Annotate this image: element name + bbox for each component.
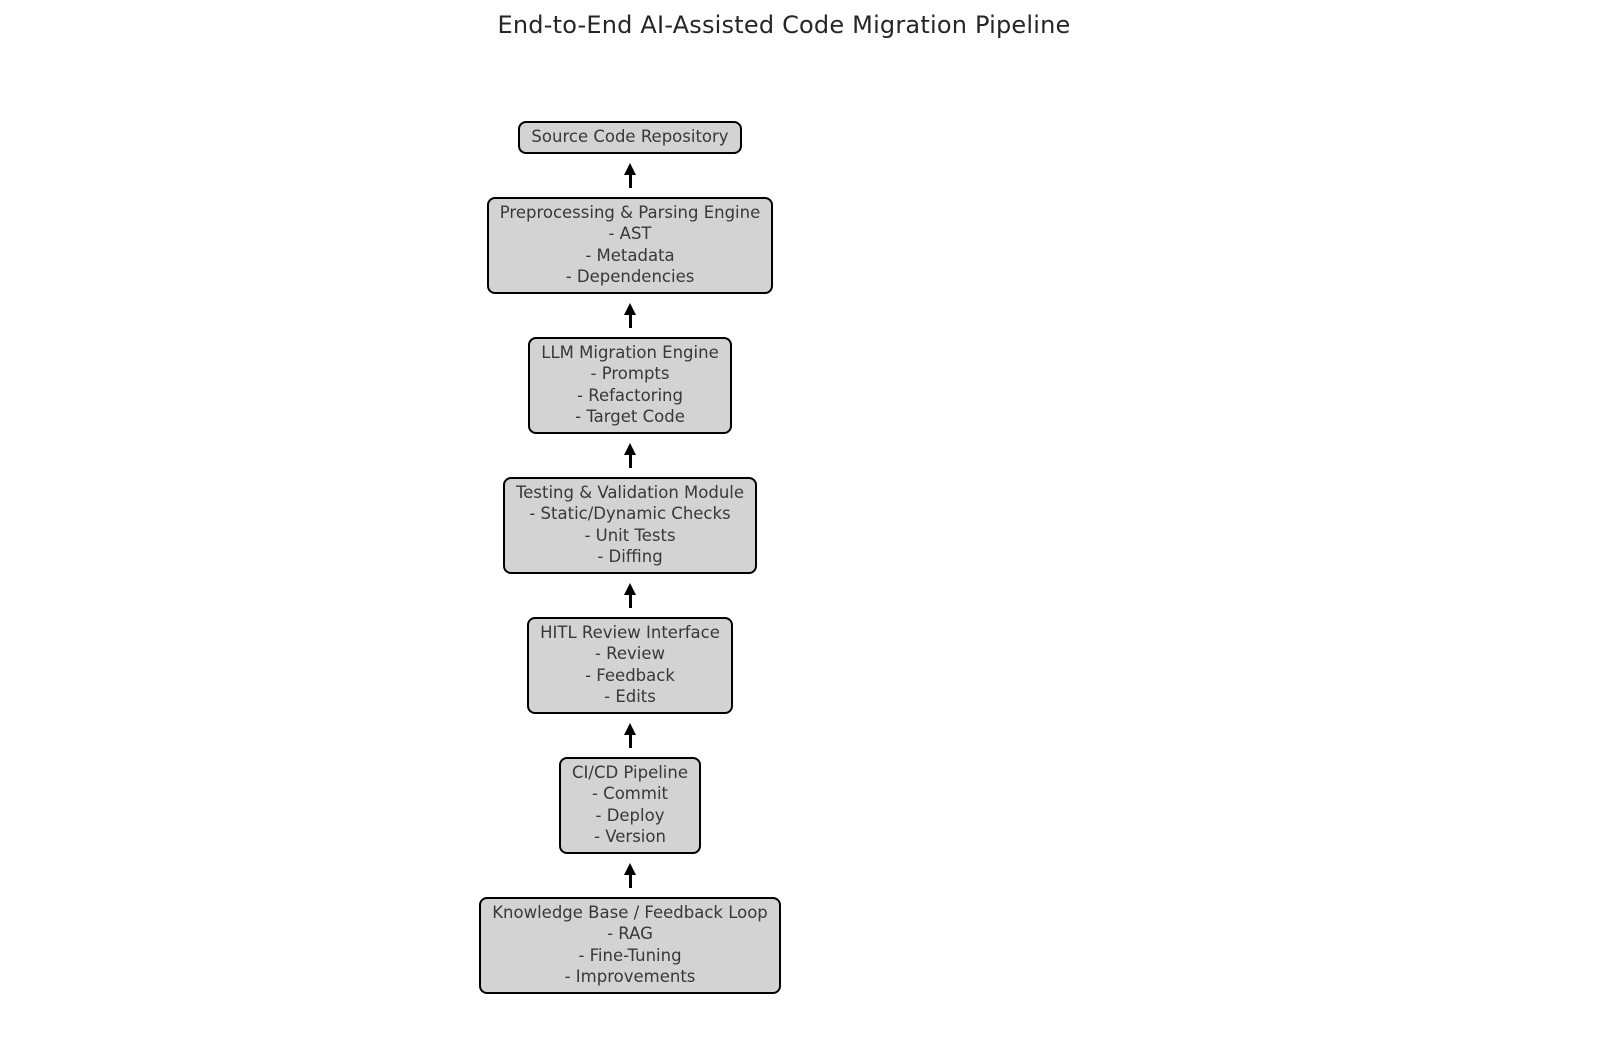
arrow-head <box>624 582 636 595</box>
node-label: Testing & Validation Module <box>515 482 745 502</box>
node-hitl-review-interface: HITL Review Interface - Review - Feedbac… <box>527 616 733 714</box>
up-arrow-icon <box>624 302 636 328</box>
node-detail: - Static/Dynamic Checks <box>529 504 731 523</box>
node-detail: - Fine-Tuning <box>578 945 682 965</box>
node-label: Source Code Repository <box>531 127 729 146</box>
node-detail: - AST <box>608 224 652 243</box>
node-detail: - Feedback <box>585 665 675 685</box>
up-arrow-icon <box>624 862 636 888</box>
node-detail: - Diffing <box>597 547 663 566</box>
pipeline-flow-column: Source Code Repository Preprocessing & P… <box>0 121 1260 994</box>
diagram-title: End-to-End AI-Assisted Code Migration Pi… <box>497 11 1071 39</box>
node-knowledge-base-feedback-loop: Knowledge Base / Feedback Loop - RAG - F… <box>479 896 781 994</box>
node-detail: - Edits <box>604 687 656 706</box>
node-detail: - Dependencies <box>565 267 695 286</box>
arrow-head <box>624 442 636 455</box>
node-label: CI/CD Pipeline <box>572 762 688 782</box>
up-arrow-icon <box>624 722 636 748</box>
up-arrow-icon <box>624 442 636 468</box>
node-detail: - Prompts <box>590 364 670 383</box>
node-detail: - Improvements <box>564 967 696 986</box>
arrow-line <box>628 734 632 748</box>
node-detail: - Commit <box>591 784 668 803</box>
arrow-head <box>624 302 636 315</box>
node-cicd-pipeline: CI/CD Pipeline - Commit - Deploy - Versi… <box>559 756 701 854</box>
node-detail: - Review <box>594 644 666 663</box>
node-llm-migration-engine: LLM Migration Engine - Prompts - Refacto… <box>528 336 732 434</box>
up-arrow-icon <box>624 582 636 608</box>
arrow-line <box>628 874 632 888</box>
node-detail: - Metadata <box>585 245 675 265</box>
node-source-code-repository: Source Code Repository <box>518 121 742 154</box>
arrow-line <box>628 594 632 608</box>
arrow-line <box>628 314 632 328</box>
node-detail: - Unit Tests <box>584 525 676 545</box>
node-testing-validation-module: Testing & Validation Module - Static/Dyn… <box>502 476 758 574</box>
node-detail: - RAG <box>607 924 653 943</box>
node-preprocessing-parsing-engine: Preprocessing & Parsing Engine - AST - M… <box>486 196 774 294</box>
arrow-head <box>624 862 636 875</box>
arrow-line <box>628 454 632 468</box>
up-arrow-icon <box>624 162 636 188</box>
node-label: Knowledge Base / Feedback Loop <box>492 902 768 922</box>
node-label: HITL Review Interface <box>540 622 720 642</box>
arrow-head <box>624 162 636 175</box>
node-label: Preprocessing & Parsing Engine <box>499 202 761 222</box>
node-detail: - Target Code <box>575 407 685 426</box>
node-detail: - Refactoring <box>577 385 683 405</box>
arrow-line <box>628 174 632 188</box>
arrow-head <box>624 722 636 735</box>
node-detail: - Version <box>594 827 666 846</box>
node-label: LLM Migration Engine <box>541 342 719 362</box>
node-detail: - Deploy <box>595 805 665 825</box>
